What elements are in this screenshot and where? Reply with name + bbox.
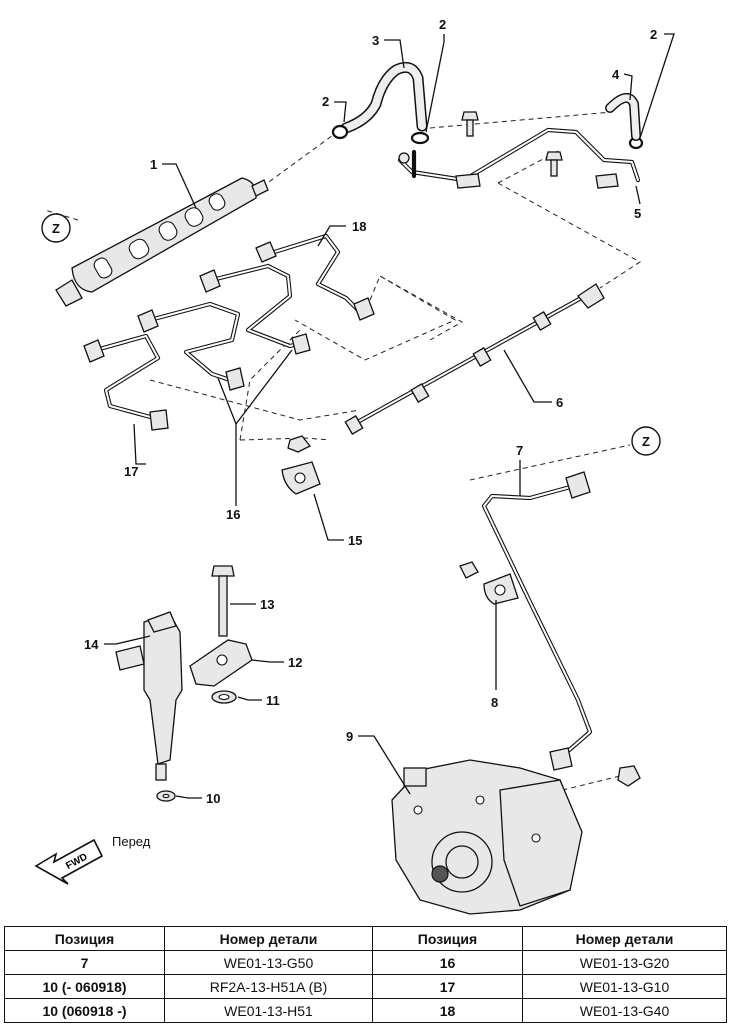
callout-13: 13 [260,597,274,612]
fwd-arrow-icon [34,838,104,885]
table-cell-part-number: WE01-13-G20 [522,950,727,975]
injection-pipe-18 [255,233,375,321]
callout-15: 15 [348,533,362,548]
callout-10: 10 [206,791,220,806]
callout-numbers: 1 2 2 2 3 4 5 6 7 8 9 10 11 12 13 14 15 … [84,17,657,806]
front-label: Перед [112,834,151,849]
parts-diagram: Z Z [34,17,675,915]
small-hose [605,93,641,141]
callout-5: 5 [634,206,641,221]
bolt [461,111,479,137]
z-marker-lower: Z [631,426,661,456]
table-cell-position: 16 [372,950,523,975]
table-cell-part-number: RF2A-13-H51A (B) [164,974,373,999]
callout-4: 4 [612,67,620,82]
callout-14: 14 [84,637,99,652]
callout-2: 2 [322,94,329,109]
table-row: 10 (060918 -) WE01-13-H51 18 WE01-13-G40 [4,998,727,1023]
z-marker-upper: Z [41,213,71,243]
callout-8: 8 [491,695,498,710]
table-cell-part-number: WE01-13-G50 [164,950,373,975]
callout-7: 7 [516,443,523,458]
dashed-connection-lines [44,111,641,821]
injector-clamp [189,639,253,687]
return-hose [340,61,428,134]
leak-off-gallery [344,283,605,435]
pipe-clamp-8 [459,561,519,605]
front-direction-indicator: FWD Перед [34,834,151,885]
table-cell-part-number: WE01-13-G10 [522,974,727,999]
table-row: 7 WE01-13-G50 16 WE01-13-G20 [4,950,727,975]
parts-table: Позиция Номер детали Позиция Номер детал… [4,926,727,1023]
column-header-position: Позиция [372,926,523,951]
hose-clip [410,131,430,145]
column-header-part-number: Номер детали [522,926,727,951]
fuel-pump [391,759,583,915]
spherical-washer [211,690,237,704]
callout-9: 9 [346,729,353,744]
table-cell-position: 10 (- 060918) [4,974,165,999]
injector-bolt [211,565,235,637]
callout-2: 2 [439,17,446,32]
leader-lines [104,33,675,799]
injector [115,611,183,781]
nut [617,765,641,787]
z-marker-label: Z [642,434,650,449]
table-cell-position: 17 [372,974,523,999]
injection-pipe-17 [83,333,169,431]
table-cell-part-number: WE01-13-G40 [522,998,727,1023]
column-header-part-number: Номер детали [164,926,373,951]
table-cell-part-number: WE01-13-H51 [164,998,373,1023]
table-cell-position: 10 (060918 -) [4,998,165,1023]
callout-16: 16 [226,507,240,522]
injection-pipe-16a [199,263,311,355]
bolt [545,151,563,177]
table-header-row: Позиция Номер детали Позиция Номер детал… [4,926,727,951]
column-header-position: Позиция [4,926,165,951]
callout-12: 12 [288,655,302,670]
fuel-rail [55,177,269,307]
injection-pipe-16b [137,301,245,391]
callout-6: 6 [556,395,563,410]
callout-18: 18 [352,219,366,234]
table-row: 10 (- 060918) RF2A-13-H51A (B) 17 WE01-1… [4,974,727,999]
high-pressure-pipe [481,471,593,771]
callout-1: 1 [150,157,157,172]
z-marker-label: Z [52,221,60,236]
callout-17: 17 [124,464,138,479]
callout-11: 11 [266,693,280,708]
callout-3: 3 [372,33,379,48]
injector-gasket [156,790,176,802]
table-cell-position: 18 [372,998,523,1023]
table-cell-position: 7 [4,950,165,975]
hose-clip [331,124,349,140]
callout-2: 2 [650,27,657,42]
pipe-clamp-15 [281,435,321,495]
return-pipe-assembly [397,127,641,189]
